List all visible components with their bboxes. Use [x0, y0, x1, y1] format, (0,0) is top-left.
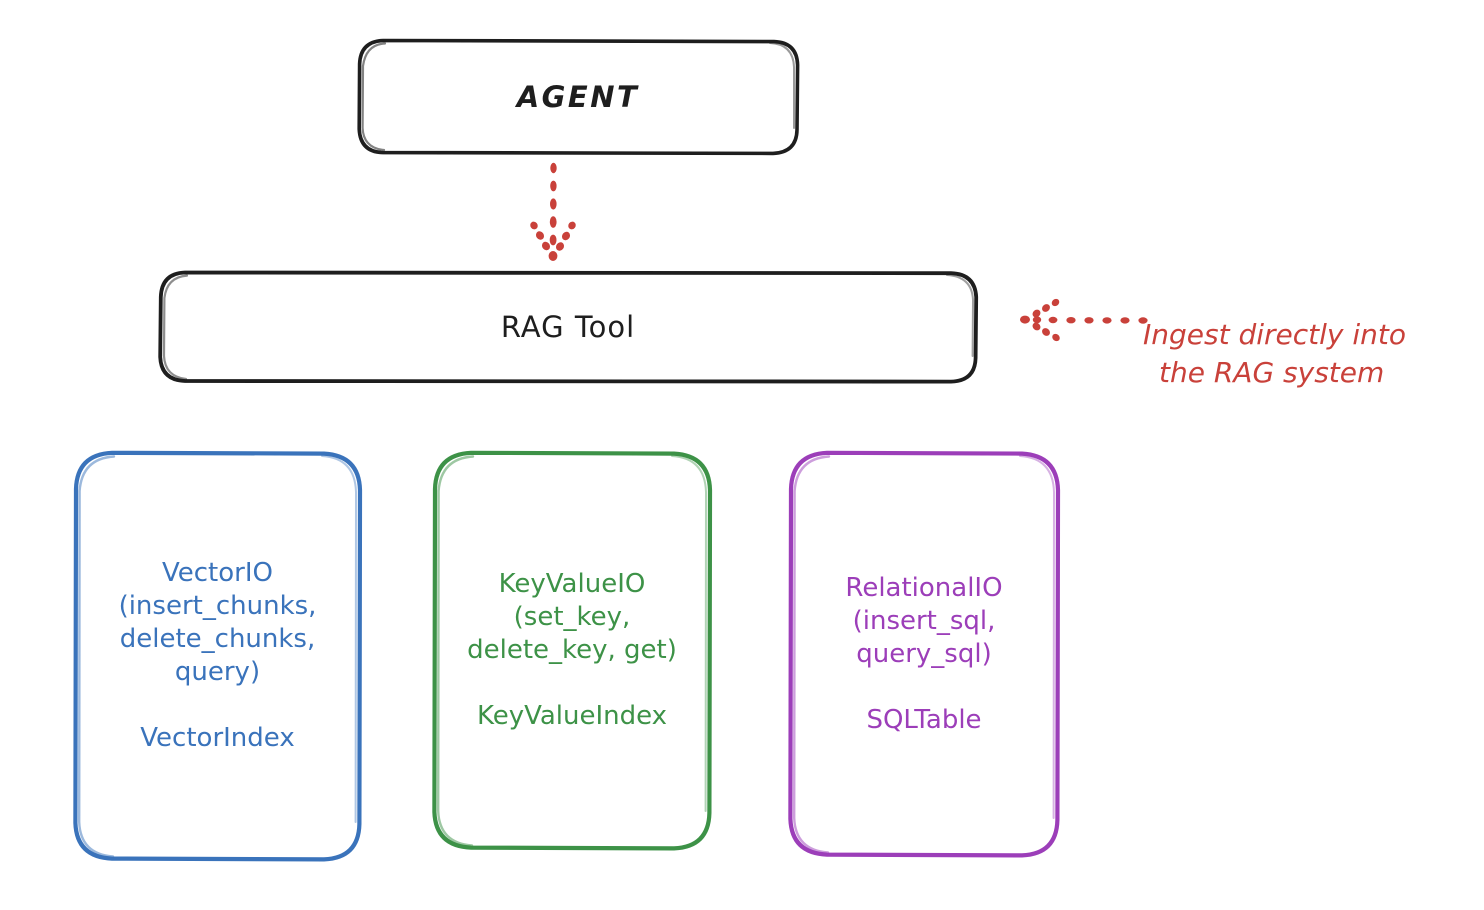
key-value-io-api-label: KeyValueIO (set_key, delete_key, get) [467, 569, 677, 665]
key-value-io-box-outline [432, 450, 713, 851]
node-agent[interactable]: AGENT [356, 38, 800, 156]
annotation-ingest-line1: Ingest directly into [1143, 318, 1407, 351]
relational-io-index-label: SQLTable [866, 704, 982, 735]
key-value-io-index-label: KeyValueIndex [476, 701, 668, 731]
vector-io-index-label: VectorIndex [140, 723, 295, 753]
node-key-value-io[interactable]: KeyValueIO (set_key, delete_key, get) Ke… [431, 450, 713, 851]
agent-box-outline [357, 38, 800, 156]
connector-agent-to-rag-tool-arrow [530, 162, 576, 261]
relational-io-api-label: RelationalIO (insert_sql, query_sql) [845, 572, 1003, 669]
connector-ingest-to-rag-tool-arrow [1020, 298, 1148, 342]
annotation-ingest-line2: the RAG system [1159, 356, 1385, 389]
node-relational-io[interactable]: RelationalIO (insert_sql, query_sql) SQL… [787, 450, 1061, 858]
rag-tool-label: RAG Tool [500, 310, 636, 344]
vector-io-box-outline [73, 450, 363, 862]
agent-label: AGENT [516, 80, 640, 114]
relational-io-box-outline [788, 450, 1061, 858]
annotation-ingest: Ingest directly into the RAG system [1143, 278, 1483, 430]
vector-io-api-label: VectorIO (insert_chunks, delete_chunks, … [118, 558, 317, 687]
node-rag-tool[interactable]: RAG Tool [157, 270, 979, 384]
rag-tool-box-outline [158, 270, 979, 384]
node-vector-io[interactable]: VectorIO (insert_chunks, delete_chunks, … [72, 450, 363, 862]
